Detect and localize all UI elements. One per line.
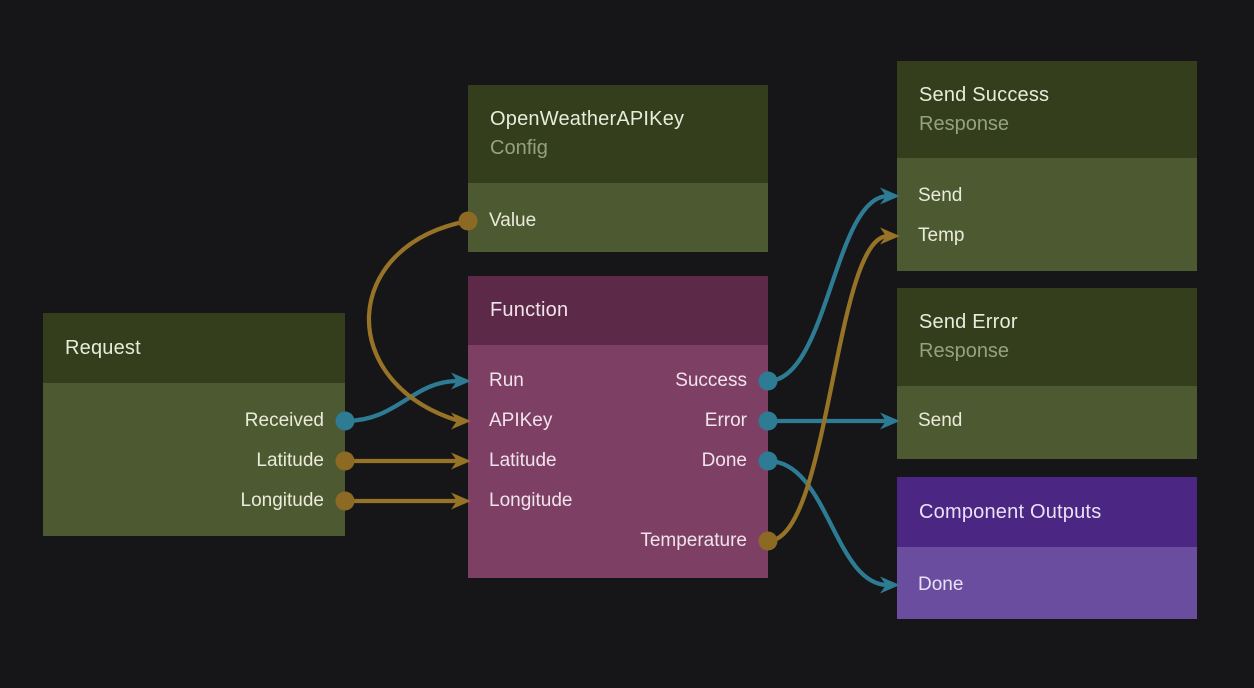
- pin-function-success[interactable]: [758, 371, 778, 391]
- node-component-outputs-body: Done: [897, 547, 1197, 619]
- node-title: Component Outputs: [919, 500, 1102, 523]
- node-title: Send Success: [919, 83, 1050, 106]
- arrow-function-longitude[interactable]: [451, 492, 471, 510]
- node-title: Request: [65, 336, 141, 359]
- wire-success-to-send[interactable]: [765, 193, 891, 384]
- node-send-error-body: Send: [897, 386, 1197, 459]
- node-send-success[interactable]: Send Success Response Send Temp: [897, 61, 1197, 271]
- port-longitude-in: Longitude: [489, 490, 573, 511]
- node-title: OpenWeatherAPIKey: [490, 108, 685, 130]
- node-request[interactable]: Request Received Latitude Longitude: [43, 313, 345, 536]
- node-openweatherapikey[interactable]: OpenWeatherAPIKey Config Value: [468, 85, 768, 252]
- pin-request-received[interactable]: [335, 411, 355, 431]
- node-function[interactable]: Function Run APIKey Latitude Longitude S…: [468, 276, 768, 578]
- pin-function-done[interactable]: [758, 451, 778, 471]
- port-done: Done: [918, 574, 964, 595]
- wire-received-to-run[interactable]: [342, 378, 461, 424]
- node-send-error[interactable]: Send Error Response Send: [897, 288, 1197, 459]
- pin-request-longitude[interactable]: [335, 491, 355, 511]
- arrow-senderror-send[interactable]: [880, 412, 900, 430]
- port-success: Success: [675, 370, 747, 391]
- port-latitude: Latitude: [256, 450, 324, 471]
- port-error: Error: [704, 410, 747, 431]
- node-subtitle: Config: [490, 137, 548, 159]
- port-value: Value: [489, 210, 537, 231]
- port-done: Done: [701, 450, 747, 471]
- port-temp: Temp: [918, 225, 965, 246]
- node-request-body: Received Latitude Longitude: [43, 383, 345, 536]
- port-send: Send: [918, 185, 963, 206]
- wire-value-to-apikey[interactable]: [366, 218, 471, 424]
- port-apikey: APIKey: [489, 410, 553, 431]
- node-function-header[interactable]: Function: [468, 276, 768, 345]
- port-temperature: Temperature: [640, 530, 747, 551]
- node-title: Send Error: [919, 311, 1018, 333]
- pin-request-latitude[interactable]: [335, 451, 355, 471]
- node-component-outputs[interactable]: Component Outputs Done: [897, 477, 1197, 619]
- arrow-function-latitude[interactable]: [451, 452, 471, 470]
- arrow-sendsuccess-send[interactable]: [880, 187, 900, 205]
- node-subtitle: Response: [919, 340, 1010, 362]
- wire-temperature-to-temp[interactable]: [765, 233, 891, 544]
- function-outputs-column: Success Error Done Temperature: [468, 361, 768, 561]
- port-longitude: Longitude: [240, 490, 324, 511]
- arrow-componentoutputs-done[interactable]: [880, 576, 900, 594]
- node-component-outputs-header[interactable]: Component Outputs: [897, 477, 1197, 547]
- pin-function-temperature[interactable]: [758, 531, 778, 551]
- function-inputs-column: Run APIKey Latitude Longitude: [468, 361, 768, 521]
- pin-apikey-value[interactable]: [458, 211, 478, 231]
- arrow-sendsuccess-temp[interactable]: [880, 227, 900, 245]
- port-send: Send: [918, 410, 963, 431]
- port-received: Received: [244, 410, 324, 431]
- port-run: Run: [489, 370, 524, 391]
- node-request-header[interactable]: Request: [43, 313, 345, 383]
- pin-function-error[interactable]: [758, 411, 778, 431]
- wire-done-to-done[interactable]: [765, 458, 891, 588]
- arrow-function-run[interactable]: [451, 372, 471, 390]
- node-send-success-header[interactable]: Send Success Response: [897, 61, 1197, 158]
- node-openweatherapikey-header[interactable]: OpenWeatherAPIKey Config: [468, 85, 768, 183]
- node-subtitle: Response: [919, 112, 1010, 135]
- port-latitude-in: Latitude: [489, 450, 557, 471]
- node-send-error-header[interactable]: Send Error Response: [897, 288, 1197, 386]
- node-function-body: Run APIKey Latitude Longitude Success Er…: [468, 345, 768, 578]
- node-openweatherapikey-body: Value: [468, 183, 768, 252]
- node-title: Function: [490, 299, 569, 321]
- node-send-success-body: Send Temp: [897, 158, 1197, 271]
- arrow-function-apikey[interactable]: [451, 412, 471, 430]
